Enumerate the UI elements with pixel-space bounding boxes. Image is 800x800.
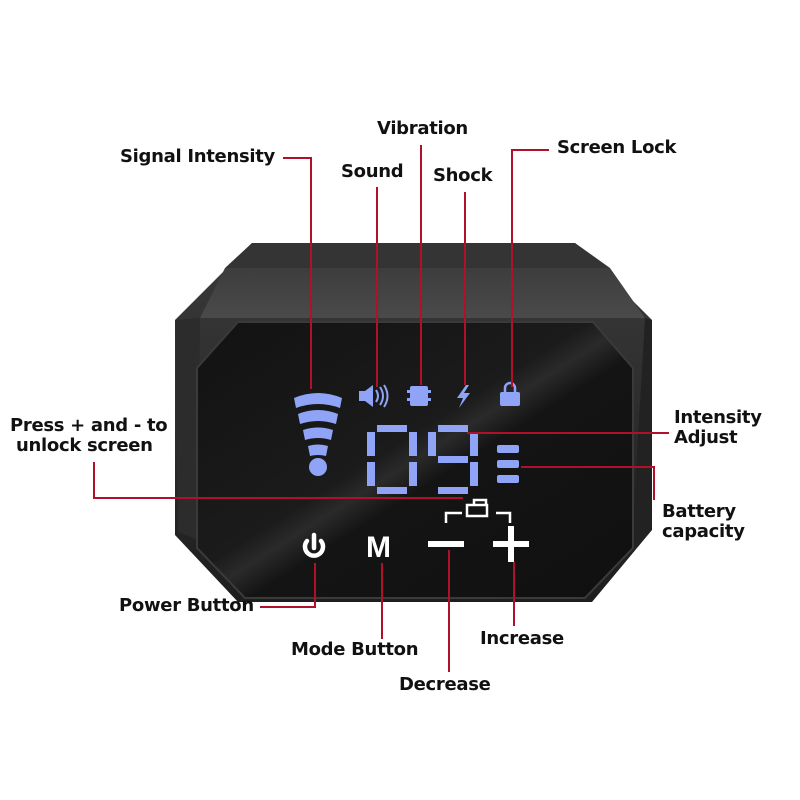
label-increase: Increase [480, 628, 564, 649]
label-signal-intensity: Signal Intensity [120, 146, 275, 167]
label-intensity-line1: Intensity [674, 407, 762, 428]
label-decrease: Decrease [399, 674, 491, 695]
label-screen-lock: Screen Lock [557, 137, 677, 158]
label-mode-button: Mode Button [291, 639, 419, 660]
mode-button[interactable]: M [366, 531, 391, 564]
signal-icon [294, 393, 342, 476]
unlock-combo-icon [444, 498, 512, 523]
power-button[interactable] [302, 532, 326, 558]
sound-icon [359, 384, 389, 408]
label-intensity-line2: Adjust [674, 427, 738, 448]
label-shock: Shock [433, 165, 493, 186]
shock-icon [457, 385, 470, 408]
vibration-icon [407, 386, 431, 406]
label-vibration: Vibration [377, 118, 468, 139]
battery-icon [497, 445, 519, 483]
label-battery-line1: Battery [662, 501, 736, 522]
label-battery-line2: capacity [662, 521, 745, 542]
lock-icon [500, 381, 520, 406]
screen [196, 321, 634, 599]
label-unlock-line1: Press + and - to [10, 415, 168, 436]
digit-9 [428, 425, 478, 494]
decrease-button[interactable] [428, 541, 464, 547]
label-unlock-line2: unlock screen [16, 435, 153, 456]
increase-button[interactable] [493, 526, 529, 562]
digit-0 [367, 425, 417, 494]
label-power-button: Power Button [119, 595, 254, 616]
label-sound: Sound [341, 161, 404, 182]
